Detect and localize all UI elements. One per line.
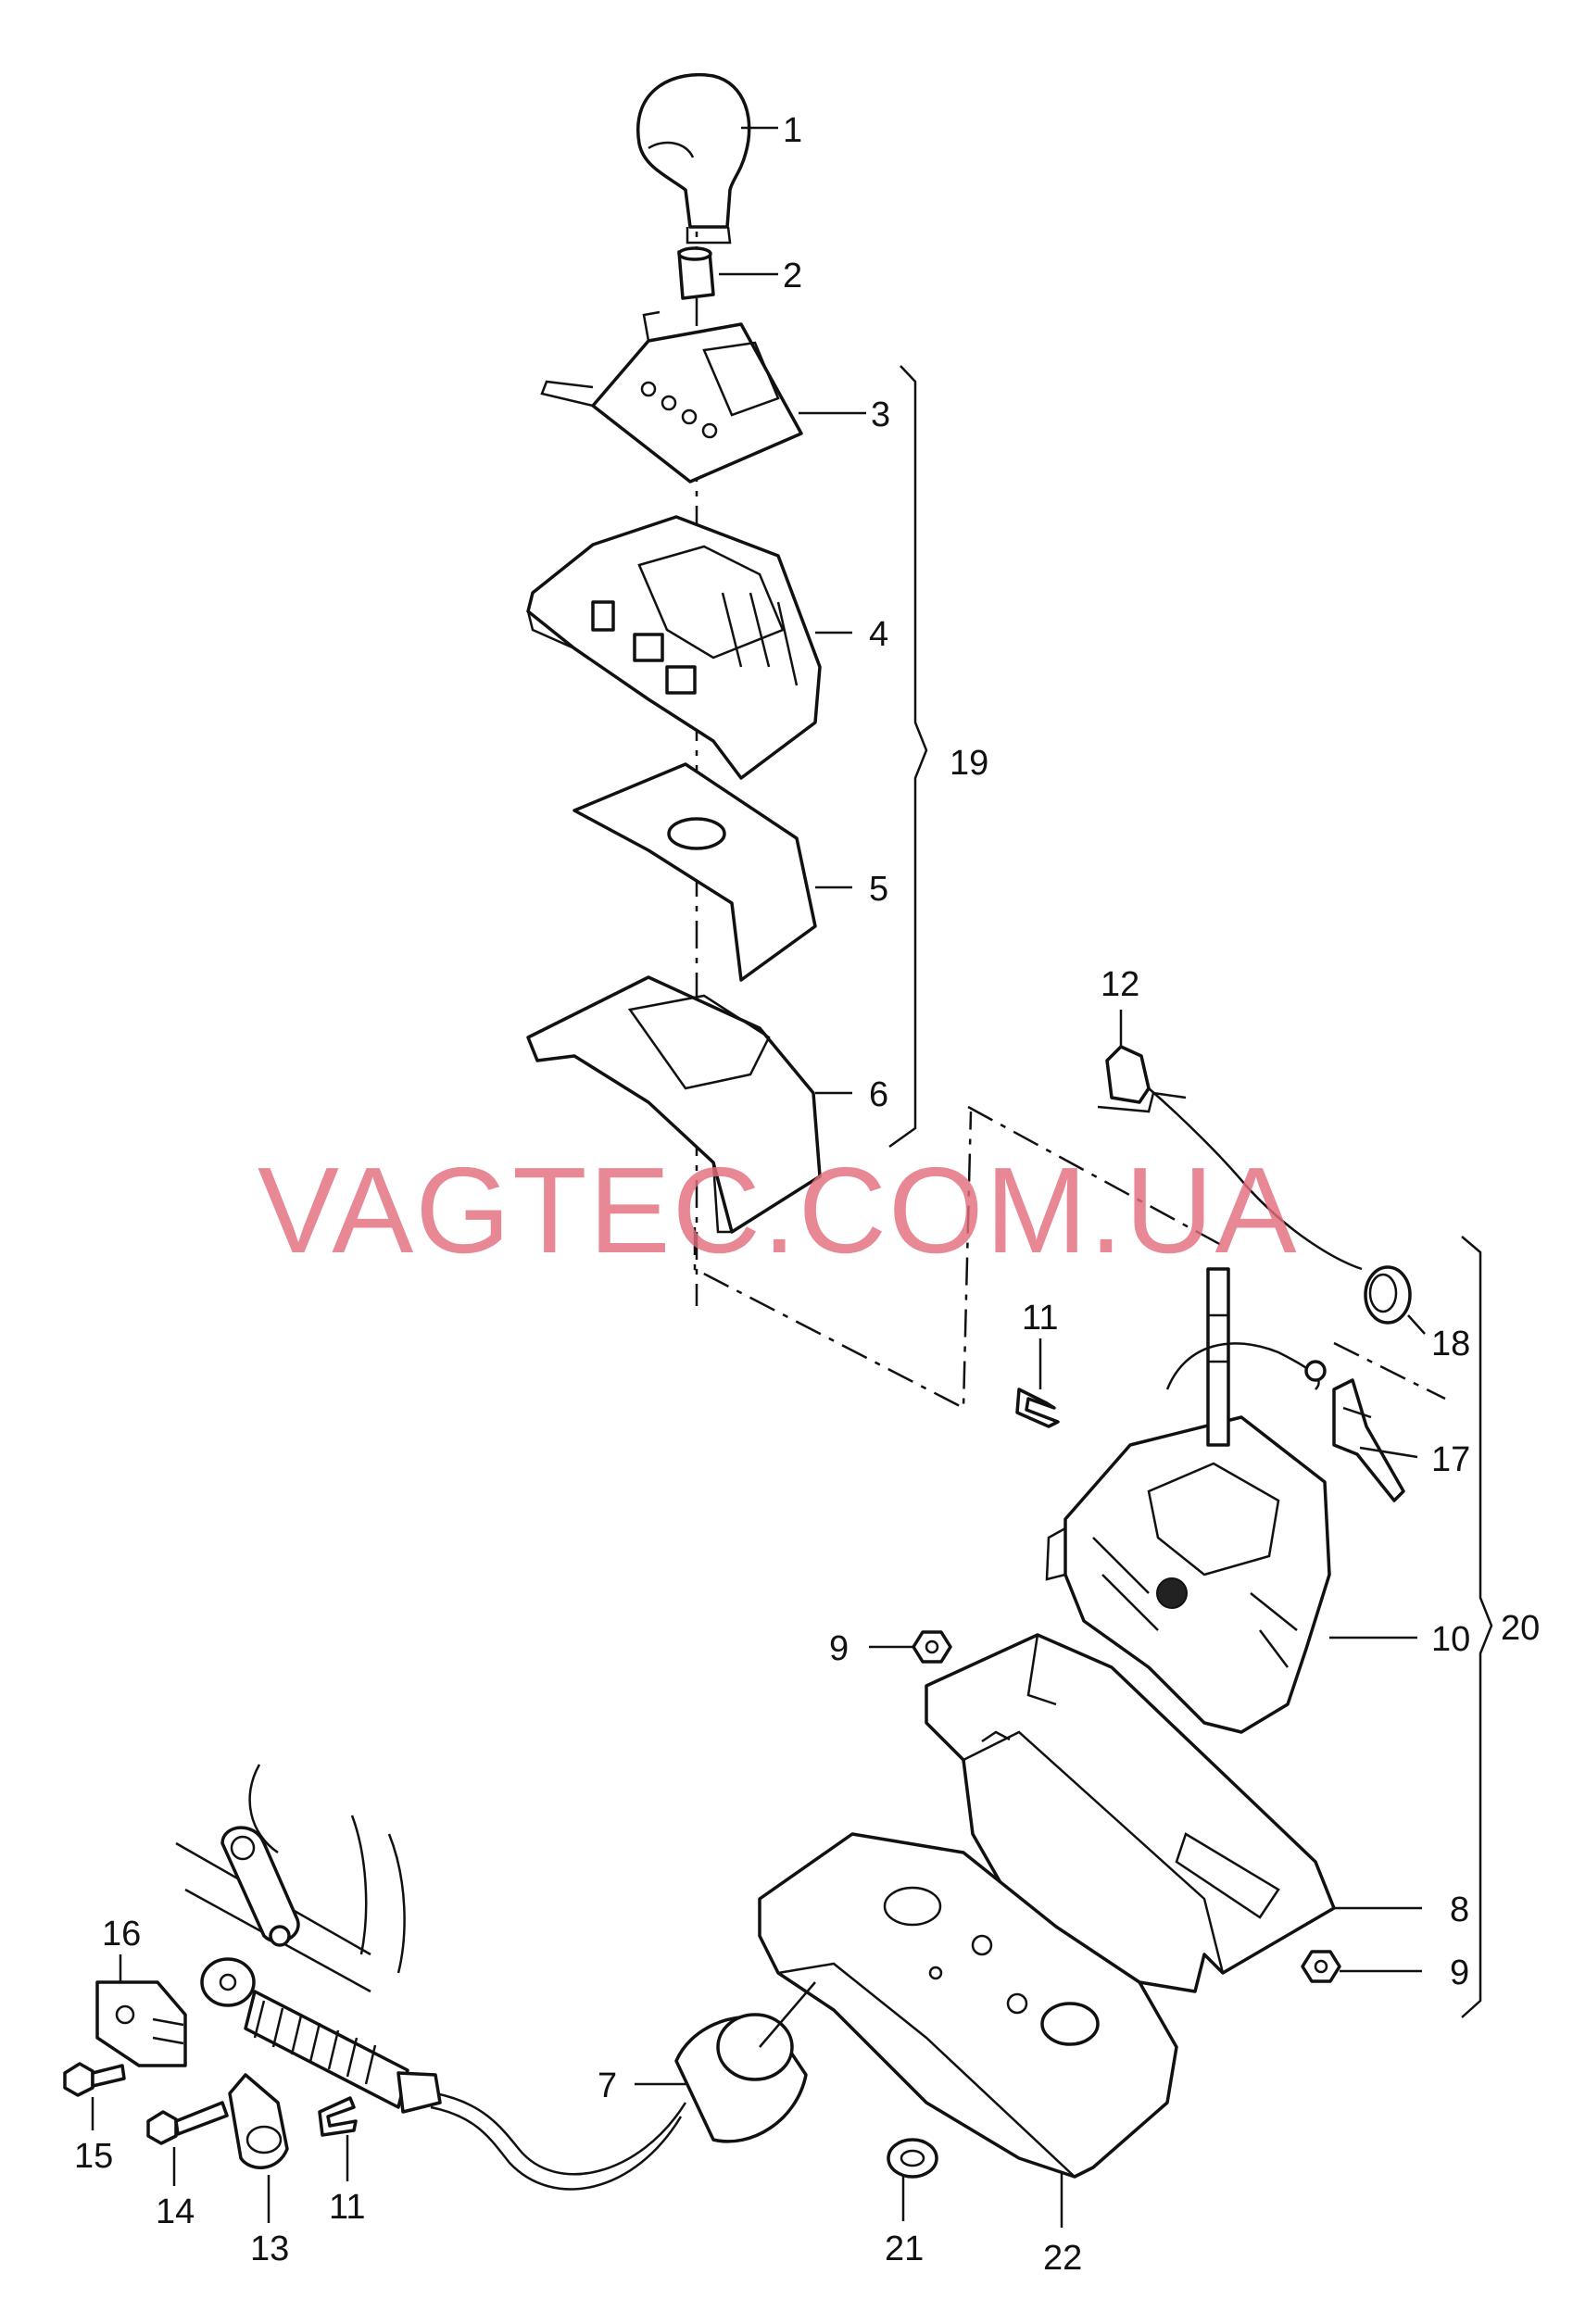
mount-plate bbox=[95, 1980, 187, 2067]
callout-3: 3 bbox=[871, 396, 890, 434]
knob-sleeve bbox=[677, 246, 715, 300]
selector-housing bbox=[925, 1633, 1336, 1993]
callout-1: 1 bbox=[783, 111, 802, 150]
floor-panel bbox=[758, 1832, 1178, 2179]
lower-trim bbox=[526, 975, 822, 1234]
callout-21: 21 bbox=[885, 2230, 924, 2268]
callout-16: 16 bbox=[102, 1915, 141, 1953]
bracket-20 bbox=[1461, 1236, 1493, 2018]
callout-14: 14 bbox=[156, 2192, 195, 2231]
assembly-guide-c bbox=[1333, 1341, 1446, 1401]
callout-13: 13 bbox=[250, 2230, 289, 2268]
bolt-14 bbox=[146, 2101, 229, 2145]
callout-18: 18 bbox=[1431, 1325, 1470, 1363]
callout-11-upper: 11 bbox=[1022, 1299, 1058, 1338]
cover-shell bbox=[573, 762, 817, 982]
callout-9-upper: 9 bbox=[829, 1629, 849, 1668]
cable-boot bbox=[674, 1981, 816, 2143]
shift-knob bbox=[635, 72, 751, 245]
lock-clip bbox=[1332, 1378, 1405, 1502]
assembly-guide-b bbox=[967, 1105, 1224, 1248]
callout-8: 8 bbox=[1450, 1891, 1469, 1929]
callout-4: 4 bbox=[869, 615, 888, 654]
gate-plate bbox=[540, 310, 803, 484]
nut-upper-hole bbox=[925, 1639, 939, 1654]
shift-mechanism bbox=[1045, 1267, 1331, 1734]
nut-lower-hole bbox=[1314, 1959, 1328, 1974]
bolt-15 bbox=[63, 2062, 126, 2097]
cable-bracket bbox=[1097, 1045, 1412, 1325]
callout-7: 7 bbox=[598, 2066, 617, 2105]
callout-19: 19 bbox=[950, 744, 988, 783]
grommet bbox=[887, 2138, 938, 2179]
callout-17: 17 bbox=[1431, 1440, 1470, 1479]
watermark: VAGTEC.COM.UA bbox=[258, 1142, 1299, 1278]
callout-22: 22 bbox=[1043, 2239, 1082, 2278]
callout-6: 6 bbox=[869, 1075, 888, 1114]
callout-5: 5 bbox=[869, 870, 888, 909]
bracket-19 bbox=[888, 365, 928, 1149]
shift-cable bbox=[200, 1957, 687, 2191]
cable-clamp bbox=[228, 2073, 289, 2169]
callout-2: 2 bbox=[783, 257, 802, 295]
callout-9-lower: 9 bbox=[1450, 1953, 1469, 1992]
callout-10: 10 bbox=[1431, 1620, 1470, 1659]
retaining-clip-upper bbox=[1015, 1388, 1060, 1428]
callout-11-lower: 11 bbox=[329, 2188, 365, 2227]
callout-15: 15 bbox=[74, 2137, 113, 2176]
callout-20: 20 bbox=[1501, 1609, 1540, 1648]
leader-lines bbox=[91, 126, 1426, 2228]
upper-cover bbox=[526, 515, 822, 780]
assembly-guide-a bbox=[693, 1111, 973, 1411]
retaining-clip-lower bbox=[318, 2096, 358, 2137]
callout-12: 12 bbox=[1101, 965, 1139, 1004]
gearbox-lever bbox=[175, 1764, 406, 1993]
